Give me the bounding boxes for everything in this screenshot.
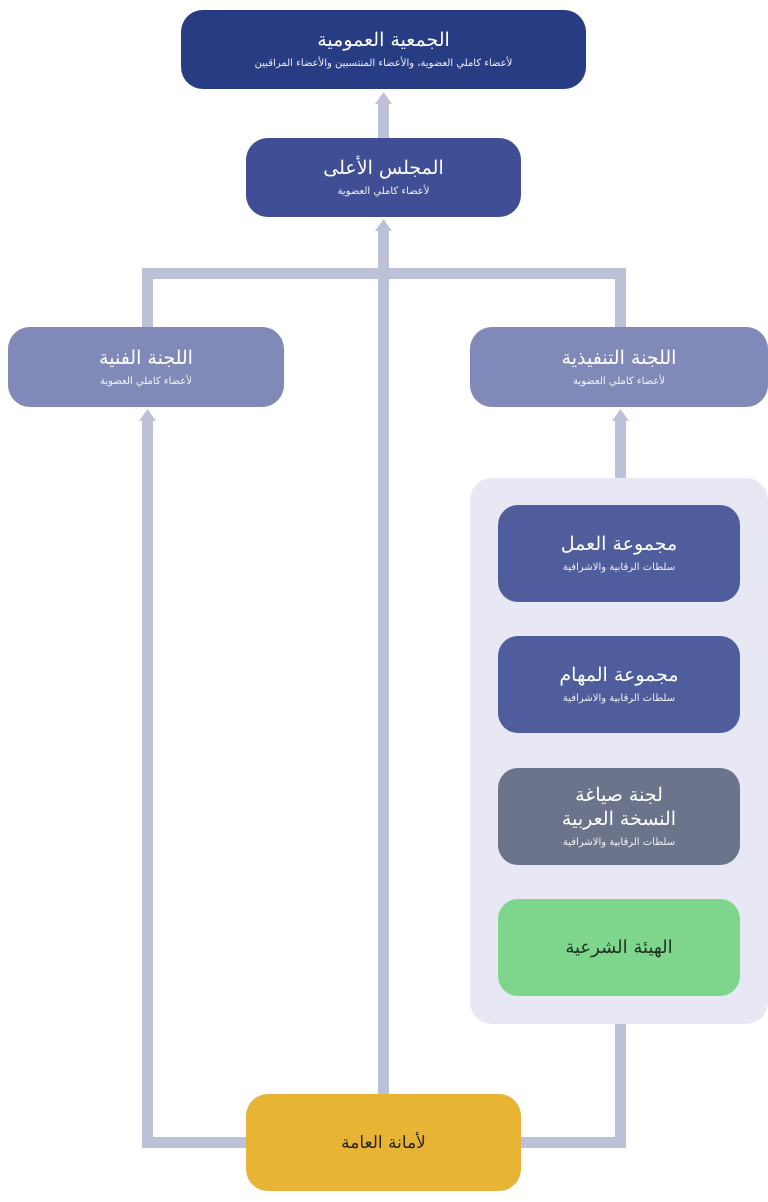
node-title: الجمعية العمومية [317,29,450,51]
node-subtitle: لأعضاء كاملي العضوية، والأعضاء المنتسبين… [254,58,513,69]
arrowhead-technical [139,409,156,421]
arrowhead-council [375,219,392,231]
node-title: لأمانة العامة [341,1132,426,1153]
arrowhead-assembly [375,92,392,104]
node-subtitle: سلطات الرقابية والاشرافية [562,562,676,573]
node-subtitle: سلطات الرقابية والاشرافية [562,693,676,704]
node-task-group: مجموعة المهام سلطات الرقابية والاشرافية [498,636,740,733]
node-title: لجنة صياغة النسخة العربية [562,783,676,831]
node-subtitle: لأعضاء كاملي العضوية [337,186,430,197]
node-executive-committee: اللجنة التنفيذية لأعضاء كاملي العضوية [470,327,768,407]
connector-left-bottom [142,1137,248,1148]
node-title-line-2: النسخة العربية [561,808,677,830]
node-subtitle: لأعضاء كاملي العضوية [573,375,665,387]
node-general-secretariat: لأمانة العامة [246,1094,521,1191]
node-arabic-drafting-committee: لجنة صياغة النسخة العربية سلطات الرقابية… [498,768,740,865]
node-title: مجموعة المهام [559,664,679,686]
connector-right-vertical [615,1022,626,1148]
connector-branch-left [142,268,153,328]
connector-left-vertical [142,420,153,1148]
node-working-group: مجموعة العمل سلطات الرقابية والاشرافية [498,505,740,602]
node-subtitle: لأعضاء كاملي العضوية [100,375,192,387]
connector-branch-right [615,268,626,328]
connector-panel-to-exec [615,420,626,480]
node-technical-committee: اللجنة الفنية لأعضاء كاملي العضوية [8,327,284,407]
connector-council-to-assembly [378,103,389,139]
node-general-assembly: الجمعية العمومية لأعضاء كاملي العضوية، و… [181,10,586,89]
arrowhead-executive [612,409,629,421]
connector-secretariat-to-council [378,230,389,1095]
node-supreme-council: المجلس الأعلى لأعضاء كاملي العضوية [246,138,521,217]
node-title-line-1: لجنة صياغة [575,784,663,806]
connector-branch-bar [142,268,626,279]
node-sharia-board: الهيئة الشرعية [498,899,740,996]
node-title: الهيئة الشرعية [565,936,673,958]
node-title: اللجنة التنفيذية [561,346,677,369]
node-title: اللجنة الفنية [99,346,193,369]
node-subtitle: سلطات الرقابية والاشرافية [562,837,676,848]
connector-right-bottom [519,1137,626,1148]
node-title: مجموعة العمل [560,533,678,555]
node-title: المجلس الأعلى [323,157,444,179]
